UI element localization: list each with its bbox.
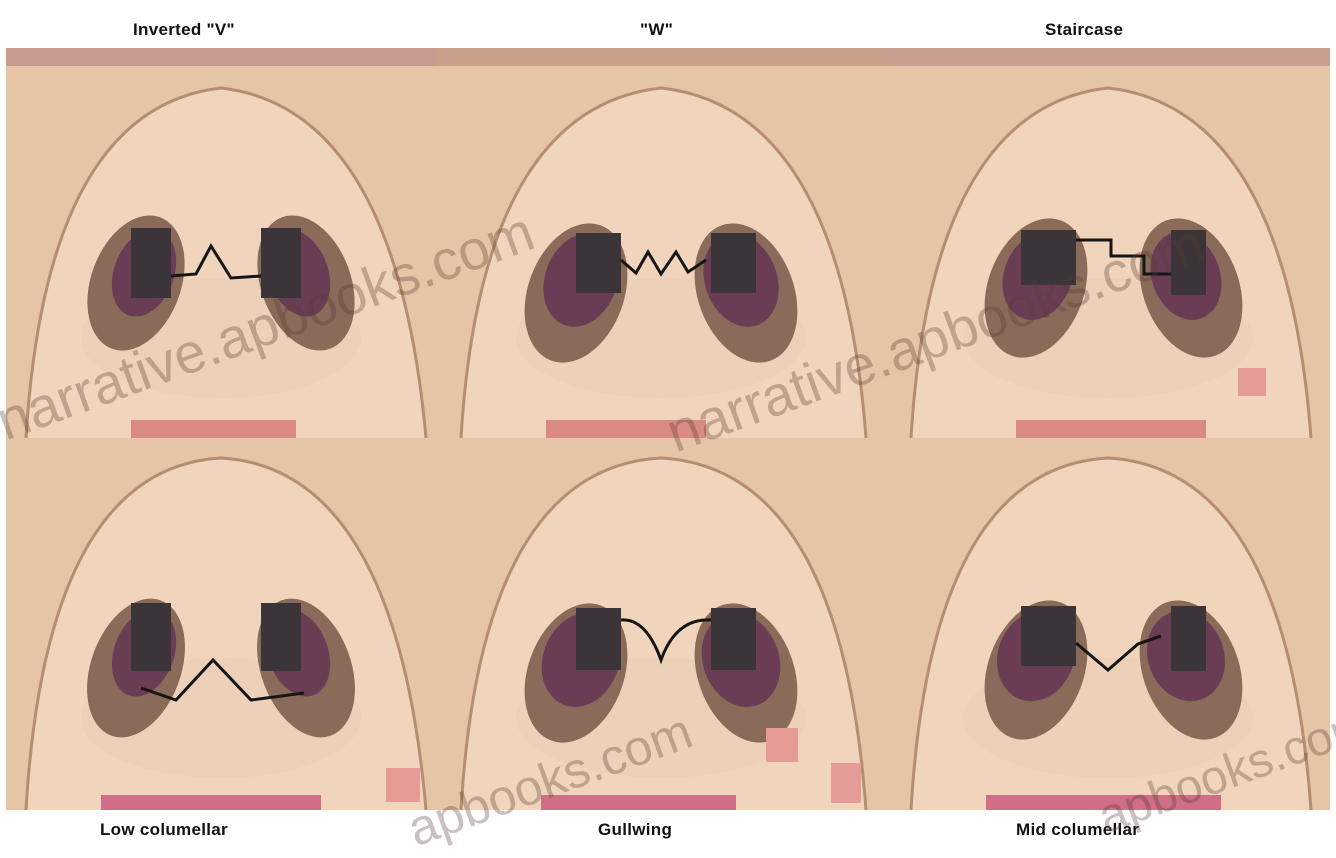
label-low-columellar: Low columellar	[100, 820, 228, 840]
label-inverted-v: Inverted "V"	[133, 20, 235, 40]
label-gullwing: Gullwing	[598, 820, 672, 840]
label-w: "W"	[640, 20, 673, 40]
panel-low-columellar	[6, 438, 436, 810]
panel-inverted-v	[6, 48, 436, 438]
panel-staircase	[886, 48, 1330, 438]
panel-w	[436, 48, 886, 438]
panel-gullwing	[436, 438, 886, 810]
label-mid-columellar: Mid columellar	[1016, 820, 1139, 840]
panel-mid-columellar	[886, 438, 1330, 810]
label-staircase: Staircase	[1045, 20, 1123, 40]
